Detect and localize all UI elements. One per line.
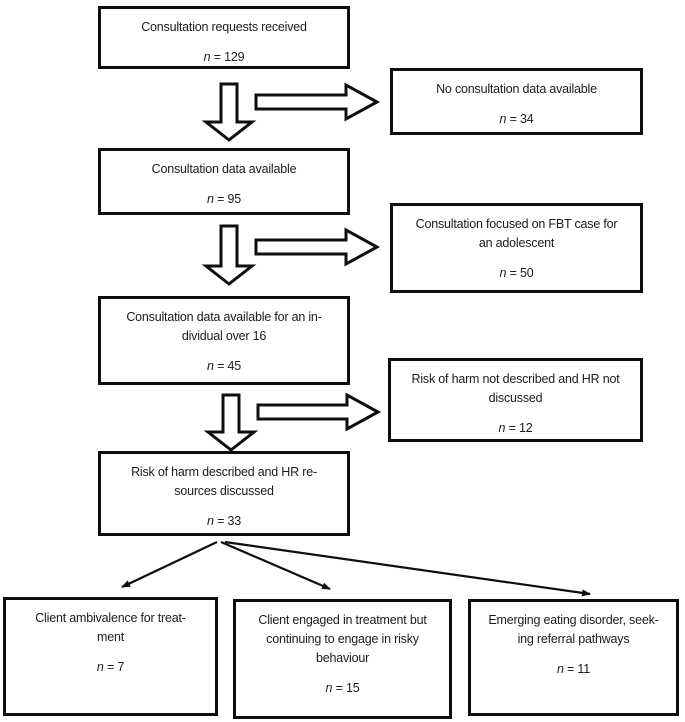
box-text-line: discussed	[488, 391, 543, 405]
box-consultation-data-available: Consultation data available n = 95	[98, 148, 350, 215]
sample-size: n = 12	[498, 421, 533, 435]
box-text-line: Consultation data available	[151, 162, 297, 176]
box-text-line: Client engaged in treatment but	[258, 613, 427, 627]
sample-size: n = 11	[557, 662, 590, 676]
box-text-line: behaviour	[315, 651, 370, 665]
sample-size: n = 129	[203, 50, 245, 64]
box-no-consultation-data: No consultation data available n = 34	[390, 68, 643, 135]
box-text-line: Consultation focused on FBT case for	[415, 217, 618, 231]
box-risk-not-described: Risk of harm not described and HR not di…	[388, 358, 643, 442]
box-text-line: sources discussed	[174, 484, 274, 498]
box-client-engaged-risky-behaviour: Client engaged in treatment but continui…	[233, 599, 452, 719]
box-client-ambivalence: Client ambivalence for treat- ment n = 7	[3, 597, 218, 716]
box-text-line: Consultation requests received	[141, 20, 307, 34]
box-text-line: Client ambivalence for treat-	[35, 611, 186, 625]
box-text-line: Risk of harm described and HR re-	[131, 465, 317, 479]
sample-size: n = 95	[207, 192, 241, 206]
down-arrow-available-to-over16-icon	[201, 224, 257, 286]
box-text-line: continuing to engage in risky	[266, 632, 419, 646]
right-arrow-to-fbt-icon	[254, 227, 381, 267]
arrow-to-client-engaged-icon	[220, 540, 331, 591]
box-risk-described-hr-discussed: Risk of harm described and HR re- source…	[98, 451, 350, 536]
box-text-line: ment	[97, 630, 124, 644]
box-text-line: ing referral pathways	[517, 632, 630, 646]
sample-size: n = 45	[207, 359, 241, 373]
sample-size: n = 50	[499, 266, 534, 280]
arrow-to-emerging-ed-icon	[224, 540, 591, 597]
right-arrow-to-risk-not-described-icon	[256, 392, 382, 432]
sample-size: n = 15	[325, 681, 360, 695]
sample-size: n = 33	[207, 514, 241, 528]
box-text-line: Consultation data available for an in-	[126, 310, 322, 324]
box-text-line: Risk of harm not described and HR not	[411, 372, 620, 386]
box-text-line: an adolescent	[478, 236, 555, 250]
box-text-line: Emerging eating disorder, seek-	[488, 613, 659, 627]
down-arrow-over16-to-risk-described-icon	[203, 393, 259, 452]
down-arrow-requests-to-available-icon	[201, 82, 257, 142]
box-text-line: dividual over 16	[181, 329, 267, 343]
sample-size: n = 34	[499, 112, 534, 126]
box-consultation-requests: Consultation requests received n = 129	[98, 6, 350, 69]
box-fbt-adolescent: Consultation focused on FBT case for an …	[390, 203, 643, 293]
box-data-available-over-16: Consultation data available for an in- d…	[98, 296, 350, 385]
right-arrow-to-no-data-icon	[254, 82, 381, 122]
box-text-line: No consultation data available	[436, 82, 597, 96]
box-emerging-eating-disorder: Emerging eating disorder, seek- ing refe…	[468, 599, 679, 716]
sample-size: n = 7	[96, 660, 125, 674]
arrow-to-client-ambivalence-icon	[121, 541, 218, 588]
